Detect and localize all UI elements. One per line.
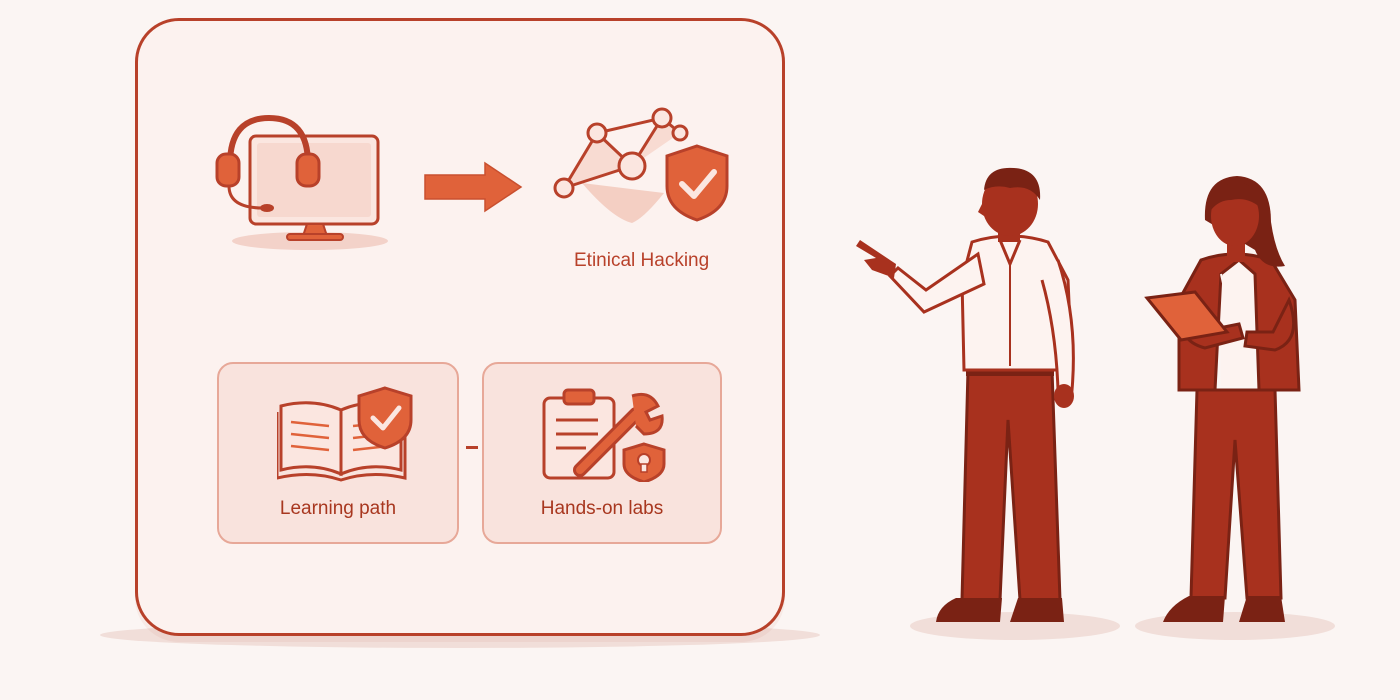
clipboard-wrench-icon	[542, 388, 666, 482]
man-pointing-figure	[856, 167, 1075, 622]
hands-on-labs-label: Hands-on labs	[540, 498, 664, 519]
woman-tablet-figure	[1144, 176, 1301, 622]
destination-label: Etinical Hacking	[574, 250, 710, 271]
learning-path-card[interactable]: Learning path	[217, 362, 459, 544]
headset-monitor-icon	[215, 114, 388, 250]
hands-on-labs-card[interactable]: Hands-on labs	[482, 362, 722, 544]
network-shield-icon	[553, 107, 729, 223]
card-connector	[466, 446, 478, 449]
book-shield-icon	[277, 386, 413, 482]
flow-arrow-icon	[424, 161, 523, 213]
learning-path-label: Learning path	[279, 498, 397, 519]
